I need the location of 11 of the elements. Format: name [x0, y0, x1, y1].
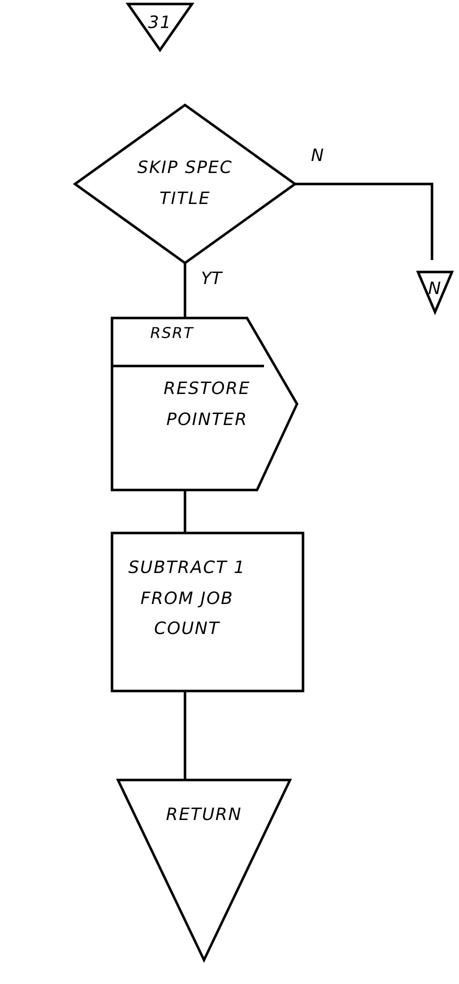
- node-text: RESTORE POINTER: [162, 378, 252, 432]
- node-text: RETURN: [165, 804, 243, 827]
- connector-line: [184, 490, 186, 533]
- node-text: SUBTRACT 1 FROM JOB COUNT: [127, 557, 247, 642]
- node-text: 31: [147, 12, 173, 35]
- subroutine-name: RSRT: [149, 323, 195, 344]
- connector-line: [184, 263, 186, 318]
- node-text: N: [427, 278, 443, 301]
- connector-line: [295, 182, 434, 260]
- node-text: SKIP SPEC TITLE: [136, 157, 234, 211]
- connector-line: [184, 691, 186, 780]
